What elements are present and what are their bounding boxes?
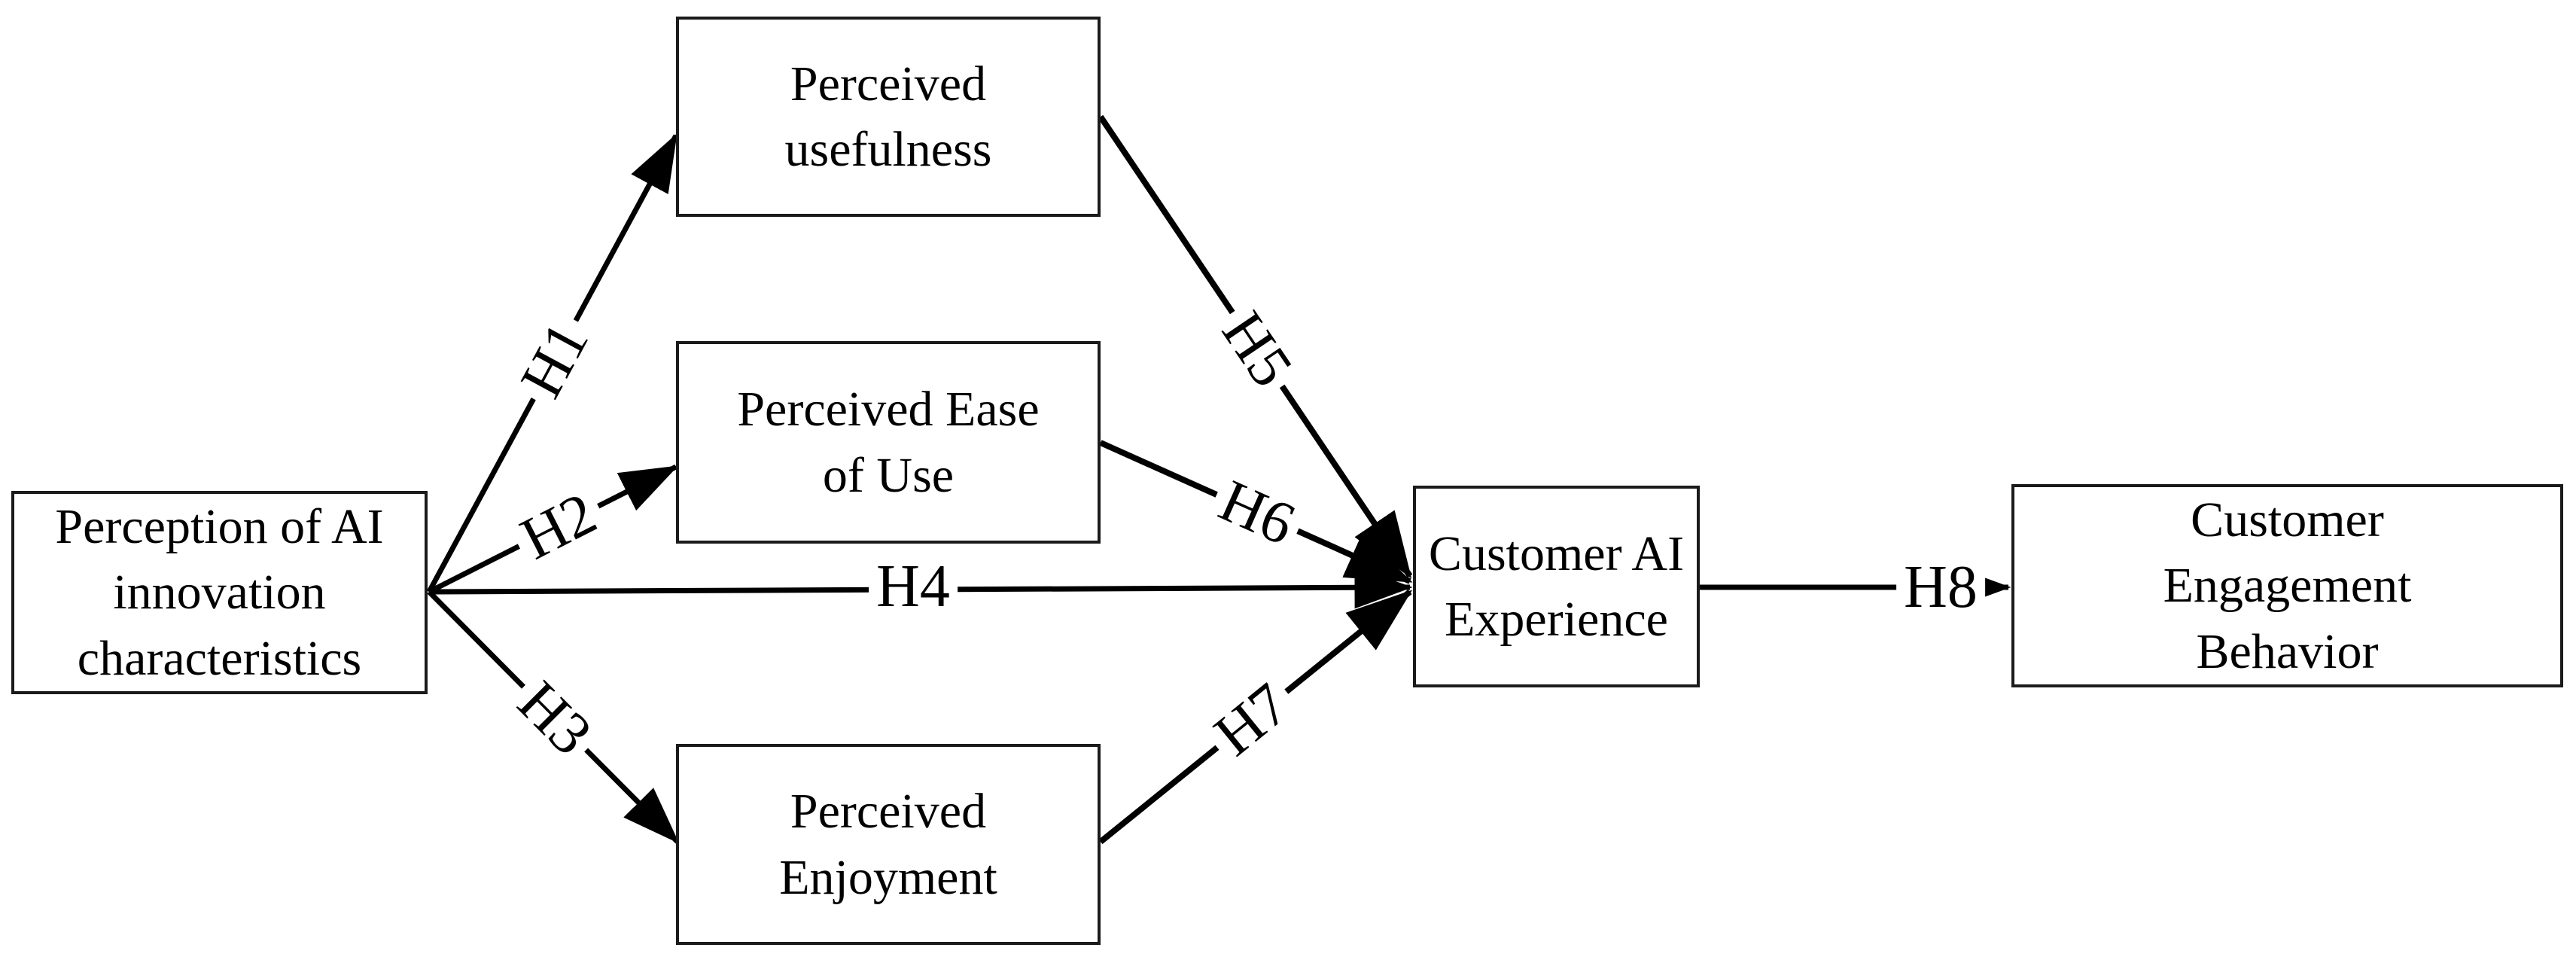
edge-label-h8: H8 (1896, 554, 1985, 620)
node-label: Perceived usefulness (784, 56, 992, 177)
node-customer-engagement-behavior: Customer Engagement Behavior (2011, 484, 2563, 687)
node-label: Customer AI Experience (1428, 526, 1685, 647)
node-perceived-enjoyment: Perceived Enjoyment (676, 744, 1101, 945)
edge-label-h4: H4 (869, 553, 958, 620)
node-label: Perceived Enjoyment (779, 784, 997, 905)
node-perceived-ease-of-use: Perceived Ease of Use (676, 341, 1101, 544)
node-label: Perceived Ease of Use (737, 382, 1040, 503)
node-label: Customer Engagement Behavior (2163, 492, 2412, 679)
node-label: Perception of AI innovation characterist… (55, 499, 384, 686)
node-perception-of-ai-innovation-characteristics: Perception of AI innovation characterist… (11, 491, 428, 694)
node-customer-ai-experience: Customer AI Experience (1413, 486, 1700, 687)
node-perceived-usefulness: Perceived usefulness (676, 17, 1101, 217)
